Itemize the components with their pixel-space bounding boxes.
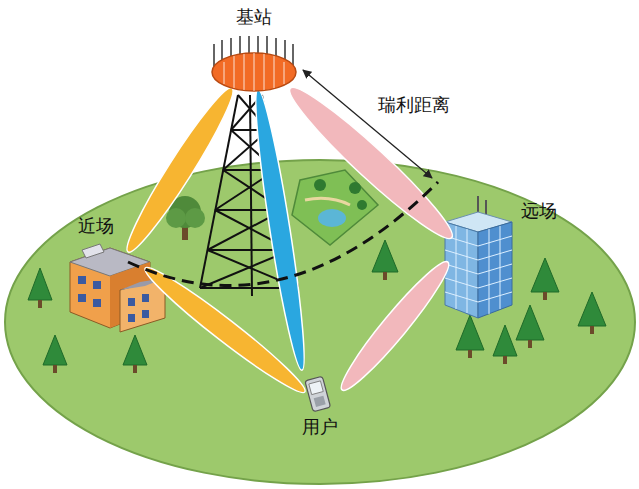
near-field-label: 近场 (76, 215, 116, 237)
user-label: 用户 (300, 416, 340, 438)
rayleigh-boundary (128, 182, 438, 286)
distance-label: 瑞利距离 (376, 94, 452, 116)
trees (28, 240, 606, 373)
distance-arrow (303, 70, 432, 178)
far-field-label: 远场 (519, 200, 559, 222)
user-phone (305, 376, 331, 412)
ground (5, 160, 635, 484)
base-station (212, 36, 296, 91)
near-building (70, 244, 165, 332)
far-building (445, 196, 512, 318)
park (292, 170, 378, 245)
beams (118, 77, 462, 400)
station-label: 基站 (234, 6, 274, 28)
